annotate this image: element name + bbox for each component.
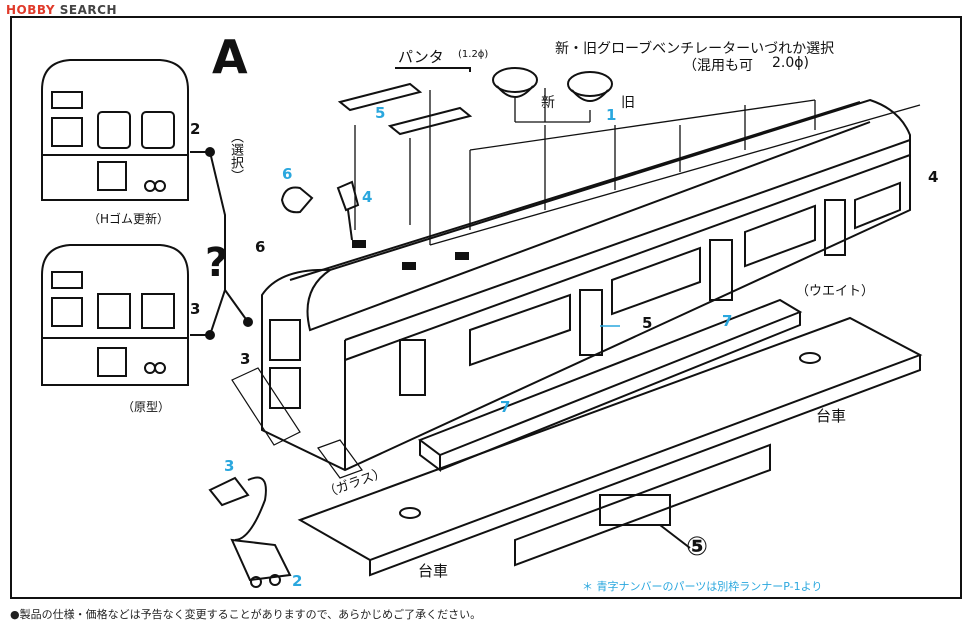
ventilators <box>492 67 613 102</box>
question-mark: ? <box>205 240 229 286</box>
part-number-6-blue: 6 <box>282 165 293 183</box>
old-ventilator-label: 旧 <box>621 95 635 111</box>
watermark-logo: HOBBY SEARCH <box>6 3 117 17</box>
part-number-3-blue: 3 <box>224 457 235 475</box>
watermark-sub: SEARCH <box>59 3 117 17</box>
pantograph-size-label: (1.2ϕ) <box>458 49 489 60</box>
part-6-horn <box>280 186 314 214</box>
bogie-label-right: 台車 <box>816 407 847 425</box>
weight-plate <box>417 298 803 472</box>
blue-parts-note: ＊ 青字ナンバーのパーツは別枠ランナーP-1より <box>582 580 823 593</box>
part-number-2-top: 2 <box>190 120 201 138</box>
h-rubber-label: （Hゴム更新） <box>88 212 170 226</box>
floor-plate <box>297 316 923 577</box>
diagram-frame <box>10 16 962 599</box>
part-number-7-a: 7 <box>722 312 733 330</box>
new-ventilator-label: 新 <box>541 95 555 111</box>
part-number-2-blue: 2 <box>292 572 303 590</box>
part-number-4: 4 <box>928 168 939 186</box>
part-number-5-circled: ⑤ <box>686 532 709 562</box>
bogie-label-bottom: 台車 <box>418 562 449 580</box>
select-label: （選択） <box>228 130 243 182</box>
bogie <box>208 476 292 588</box>
footer-disclaimer: ●製品の仕様・価格などは予告なく変更することがありますので、あらかじめご了承くだ… <box>10 608 482 621</box>
pantograph-label: パンタ <box>398 48 444 66</box>
part-number-1: 1 <box>606 106 617 124</box>
car-front-hrubber <box>41 59 189 201</box>
part-4-lamp <box>336 180 360 212</box>
part-number-4-blue: 4 <box>362 188 373 206</box>
underfloor-equipment <box>514 443 771 567</box>
car-body <box>261 98 911 472</box>
part-number-5-body: 5 <box>642 314 653 332</box>
part-number-7-b: 7 <box>500 398 511 416</box>
watermark-brand: HOBBY <box>6 3 56 17</box>
ventilator-caption: 新・旧グローブベンチレーターいづれか選択 <box>555 41 835 57</box>
part-number-3-top: 3 <box>190 300 201 318</box>
ventilator-size-label: 2.0ϕ) <box>772 55 809 71</box>
car-front-original <box>41 244 189 386</box>
weight-label: （ウエイト） <box>796 284 875 299</box>
section-letter: A <box>212 30 248 84</box>
part-number-5-blue: 5 <box>375 104 386 122</box>
glass-pieces <box>231 367 363 479</box>
part-number-6-black: 6 <box>255 238 266 256</box>
pantograph-plates <box>337 67 473 136</box>
original-label: （原型） <box>122 400 171 414</box>
part-number-3-body: 3 <box>240 350 251 368</box>
ventilator-caption-mixed: （混用も可 <box>683 58 753 74</box>
